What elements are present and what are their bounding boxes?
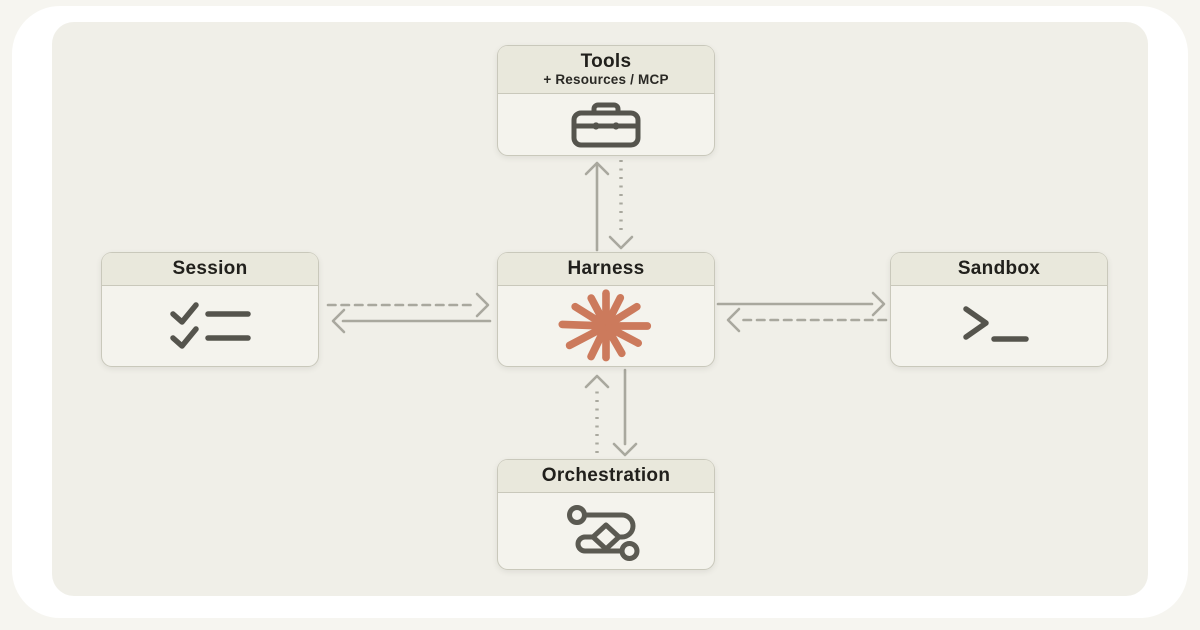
arrow-harness-to-sandbox bbox=[716, 291, 886, 317]
node-harness-header: Harness bbox=[498, 253, 714, 286]
node-sandbox-header: Sandbox bbox=[891, 253, 1107, 286]
arrow-harness-to-orchestration bbox=[612, 368, 638, 457]
node-tools-body bbox=[498, 94, 714, 155]
node-orchestration-title: Orchestration bbox=[541, 465, 671, 486]
node-sandbox-body bbox=[891, 286, 1107, 366]
node-tools-subtitle: + Resources / MCP bbox=[543, 72, 669, 87]
starburst-icon bbox=[555, 287, 657, 365]
arrow-sandbox-to-harness bbox=[726, 307, 888, 333]
node-orchestration-body bbox=[498, 493, 714, 569]
arrow-orchestration-to-harness bbox=[584, 374, 610, 453]
node-session-header: Session bbox=[102, 253, 318, 286]
workflow-icon bbox=[560, 500, 652, 562]
node-sandbox-title: Sandbox bbox=[957, 258, 1041, 279]
node-orchestration-header: Orchestration bbox=[498, 460, 714, 493]
node-sandbox: Sandbox bbox=[890, 252, 1108, 367]
node-tools-title: Tools bbox=[580, 51, 632, 72]
node-tools: Tools + Resources / MCP bbox=[497, 45, 715, 156]
node-harness-body bbox=[498, 286, 714, 366]
node-session: Session bbox=[101, 252, 319, 367]
node-session-title: Session bbox=[172, 258, 248, 279]
arrow-session-to-harness bbox=[326, 292, 490, 318]
arrow-harness-to-tools bbox=[584, 161, 610, 252]
toolbox-icon bbox=[566, 97, 646, 153]
node-tools-header: Tools + Resources / MCP bbox=[498, 46, 714, 94]
node-harness-title: Harness bbox=[567, 258, 645, 279]
node-session-body bbox=[102, 286, 318, 366]
arrow-harness-to-session bbox=[331, 308, 492, 334]
terminal-prompt-icon bbox=[956, 304, 1042, 348]
checklist-icon bbox=[164, 298, 256, 354]
node-orchestration: Orchestration bbox=[497, 459, 715, 570]
arrow-tools-to-harness bbox=[608, 160, 634, 250]
node-harness: Harness bbox=[497, 252, 715, 367]
